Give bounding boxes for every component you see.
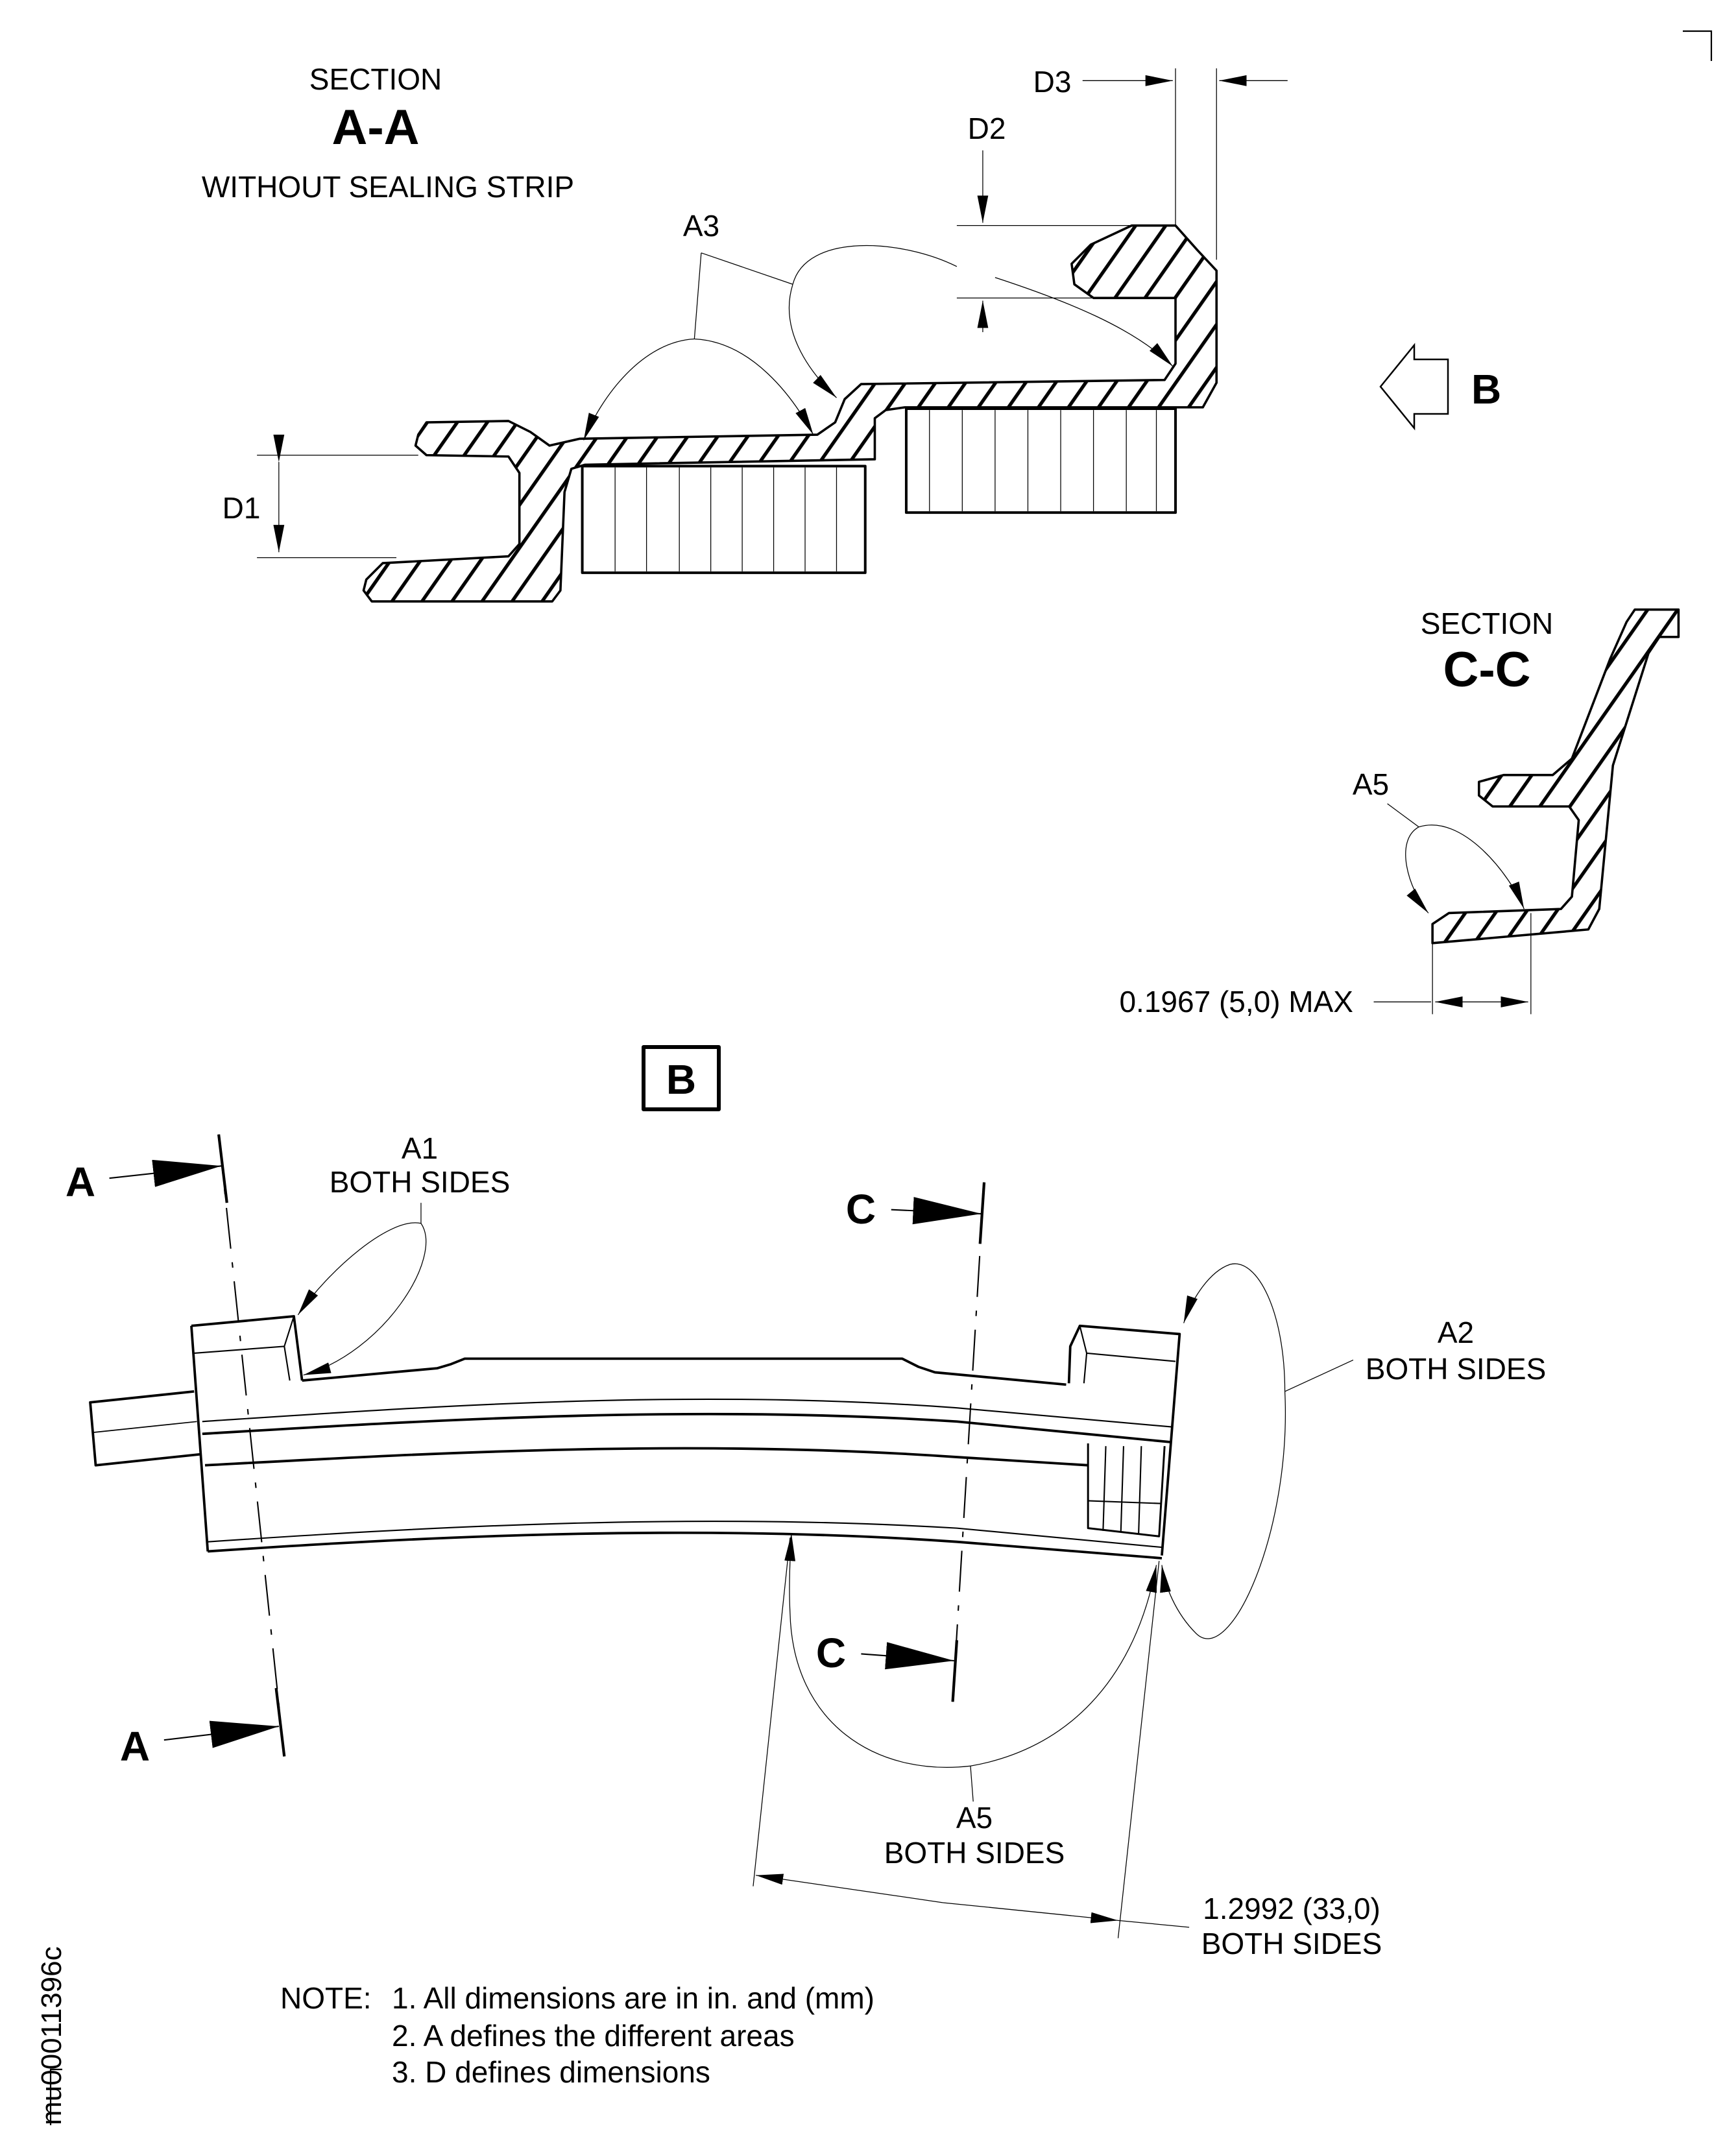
fin-block-right xyxy=(904,407,1177,514)
dimension-1-2992 xyxy=(753,1537,1190,1938)
cut-label-a-top: A xyxy=(66,1159,95,1205)
dimension-cc-value: 0.1967 (5,0) MAX xyxy=(1119,985,1353,1018)
label-a5: A5 xyxy=(956,1801,993,1835)
leader-a2 xyxy=(1160,1263,1354,1639)
label-d1: D1 xyxy=(223,491,261,525)
section-aa-profile xyxy=(257,68,1288,603)
section-aa-subtitle: WITHOUT SEALING STRIP xyxy=(202,170,574,204)
body-top-edge xyxy=(302,1357,1067,1386)
end-block xyxy=(1087,1443,1166,1537)
view-b: B xyxy=(66,1045,1547,1960)
cut-label-c-bottom: C xyxy=(816,1630,846,1676)
seal-profile-cc xyxy=(1431,608,1680,945)
band-middle xyxy=(204,1447,1089,1467)
view-arrow-letter: B xyxy=(1471,366,1501,413)
dimension-d3 xyxy=(1082,68,1288,260)
cut-label-c-top: C xyxy=(846,1186,876,1233)
note-item-2: 2. A defines the different areas xyxy=(392,2019,795,2053)
dimension-cc xyxy=(1373,913,1532,1015)
dimension-sub: BOTH SIDES xyxy=(1201,1927,1382,1960)
fin-lines-right xyxy=(929,410,1157,512)
leader-a1 xyxy=(297,1203,427,1376)
view-b-part xyxy=(89,1134,1354,1938)
section-aa: SECTION A-A WITHOUT SEALING STRIP xyxy=(202,62,1288,603)
label-a2: A2 xyxy=(1438,1316,1474,1349)
leader-a5-cc xyxy=(1387,803,1525,913)
cut-line-c xyxy=(952,1182,985,1702)
fin-lines-left xyxy=(614,467,838,572)
label-a1-sub: BOTH SIDES xyxy=(330,1165,511,1199)
dimension-d1 xyxy=(257,435,418,559)
figure-id: mu00011396c xyxy=(36,1946,67,2125)
section-cc-title: SECTION xyxy=(1421,607,1553,640)
leader-a3 xyxy=(583,245,1174,440)
label-a1: A1 xyxy=(402,1131,438,1165)
notes: NOTE: 1. All dimensions are in in. and (… xyxy=(280,1981,874,2089)
cut-line-a xyxy=(218,1134,285,1757)
section-aa-letters: A-A xyxy=(332,100,419,155)
dimension-d2 xyxy=(956,150,1135,333)
section-cc-letters: C-C xyxy=(1443,642,1530,697)
note-item-3: 3. D defines dimensions xyxy=(392,2055,710,2089)
leader-a5 xyxy=(784,1534,1157,1802)
label-a3: A3 xyxy=(683,209,719,243)
label-a2-sub: BOTH SIDES xyxy=(1366,1352,1547,1386)
section-cc: SECTION C-C A5 0.1967 (5,0) MAX xyxy=(1119,607,1680,1018)
view-arrow-b: B xyxy=(1379,343,1501,431)
section-cc-profile xyxy=(1373,608,1680,1015)
label-a5-cc: A5 xyxy=(1353,767,1389,801)
note-item-1: 1. All dimensions are in in. and (mm) xyxy=(392,1981,874,2015)
seal-profile-aa xyxy=(362,224,1218,603)
peg xyxy=(89,1390,200,1467)
label-d3: D3 xyxy=(1033,65,1072,99)
band-lower xyxy=(208,1531,1163,1560)
corner-mark-top-right xyxy=(1683,30,1713,61)
view-b-box xyxy=(642,1045,721,1111)
view-arrow-icon xyxy=(1379,343,1449,431)
corner-mark-bottom-left xyxy=(49,2068,62,2125)
cut-label-a-bottom: A xyxy=(120,1723,150,1770)
band-upper xyxy=(202,1412,1170,1443)
view-b-letter: B xyxy=(666,1056,696,1103)
section-aa-title: SECTION xyxy=(309,62,442,96)
label-a5-sub: BOTH SIDES xyxy=(884,1836,1065,1870)
dimension-value: 1.2992 (33,0) xyxy=(1203,1892,1380,1925)
label-d2: D2 xyxy=(968,112,1006,145)
fin-block-left xyxy=(581,464,867,574)
note-prefix: NOTE: xyxy=(280,1981,372,2015)
